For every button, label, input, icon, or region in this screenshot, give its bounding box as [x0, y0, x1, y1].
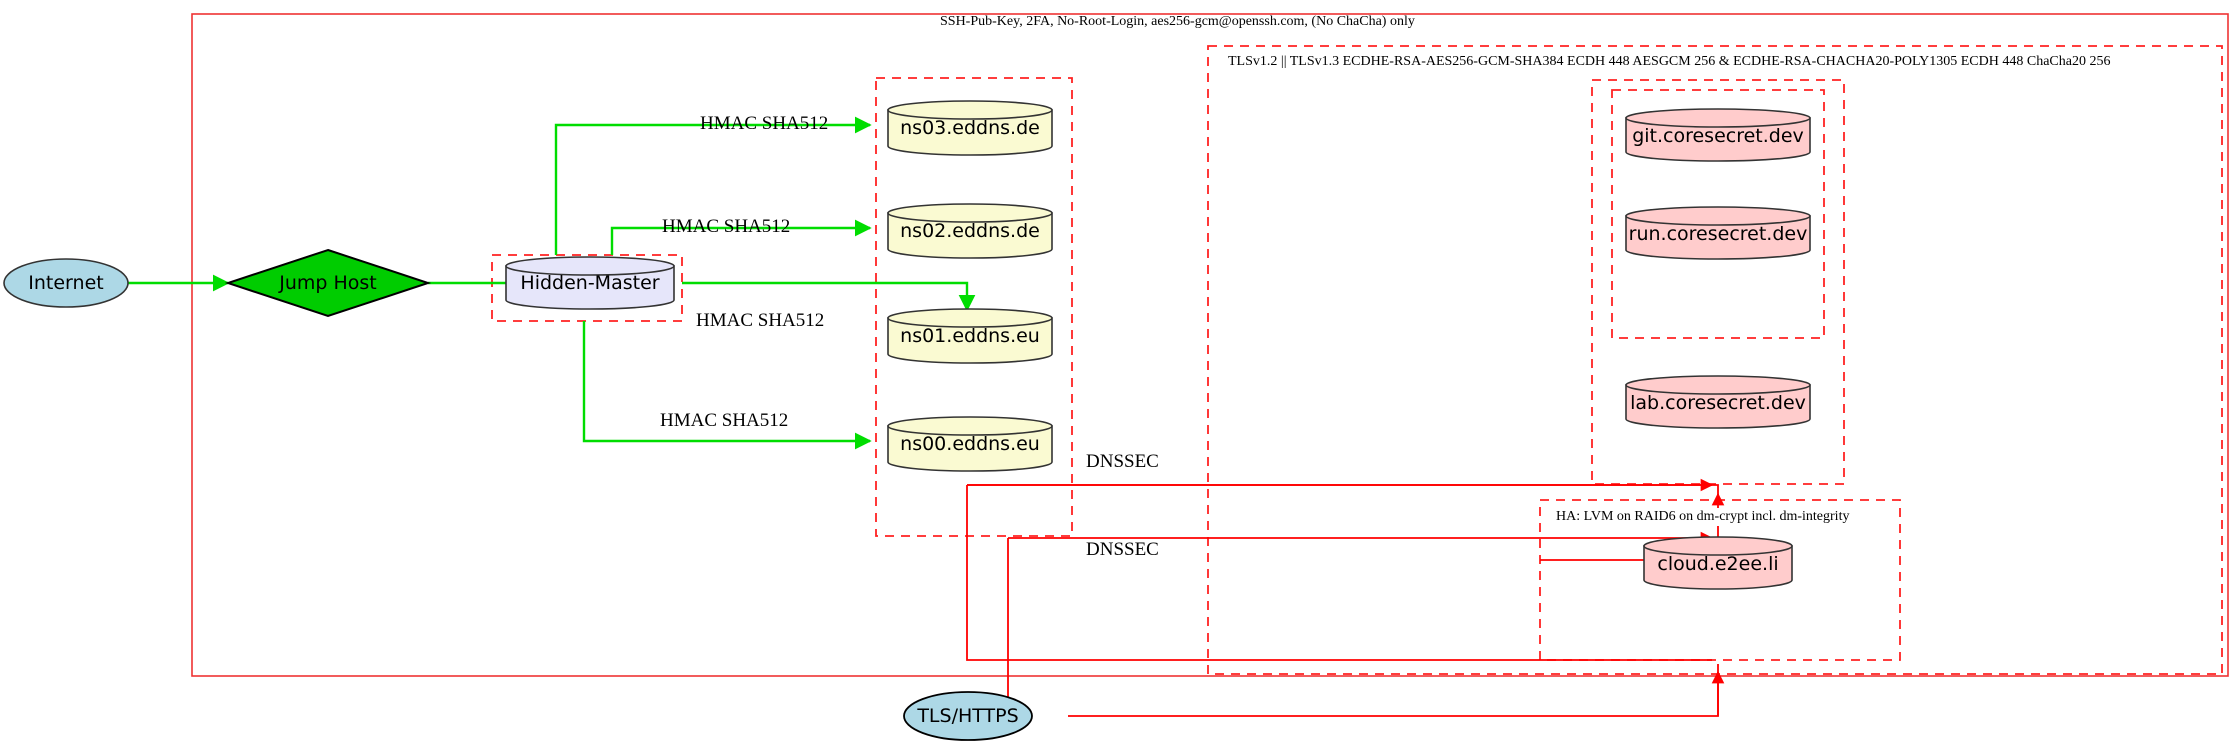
edge-label-hmac-ns01: HMAC SHA512	[696, 310, 825, 331]
edge-label-hmac-ns03: HMAC SHA512	[700, 113, 829, 134]
node-ns00-shape	[887, 416, 1053, 472]
edge-master-to-ns01	[682, 281, 976, 312]
edge-master-to-ns03	[554, 116, 872, 255]
edge-master-to-ns00	[582, 321, 872, 450]
edge-label-hmac-ns02: HMAC SHA512	[662, 216, 791, 237]
node-tls-https-shape	[903, 691, 1033, 741]
edge-master-to-ns02	[610, 219, 872, 255]
node-run-shape	[1625, 206, 1811, 260]
node-jumphost-shape	[224, 248, 432, 318]
node-cloud-shape	[1643, 536, 1793, 590]
edge-label-dnssec-bottom: DNSSEC	[1086, 539, 1159, 560]
edge-dnssec-top	[967, 484, 1719, 500]
edge-lower-rail	[966, 485, 1712, 661]
edge-tls-to-services	[1068, 664, 1719, 717]
cluster-nameservers	[875, 77, 1073, 537]
ssh-policy-label: SSH-Pub-Key, 2FA, No-Root-Login, aes256-…	[940, 14, 1415, 29]
node-hidden-master-shape	[505, 256, 675, 310]
ha-storage-label: HA: LVM on RAID6 on dm-crypt incl. dm-in…	[1556, 509, 1850, 524]
node-ns03-shape	[887, 100, 1053, 156]
node-ns01-shape	[887, 308, 1053, 364]
cluster-coresecret-inner	[1611, 89, 1825, 339]
outer-boundary	[191, 13, 2229, 677]
cluster-coresecret	[1591, 79, 1845, 485]
node-git-shape	[1625, 108, 1811, 162]
node-internet-shape	[3, 258, 129, 308]
tls-policy-label: TLSv1.2 || TLSv1.3 ECDHE-RSA-AES256-GCM-…	[1228, 54, 2111, 69]
node-lab-shape	[1625, 375, 1811, 429]
edge-label-dnssec-top: DNSSEC	[1086, 451, 1159, 472]
edge-label-hmac-ns00: HMAC SHA512	[660, 410, 789, 431]
node-ns02-shape	[887, 203, 1053, 259]
